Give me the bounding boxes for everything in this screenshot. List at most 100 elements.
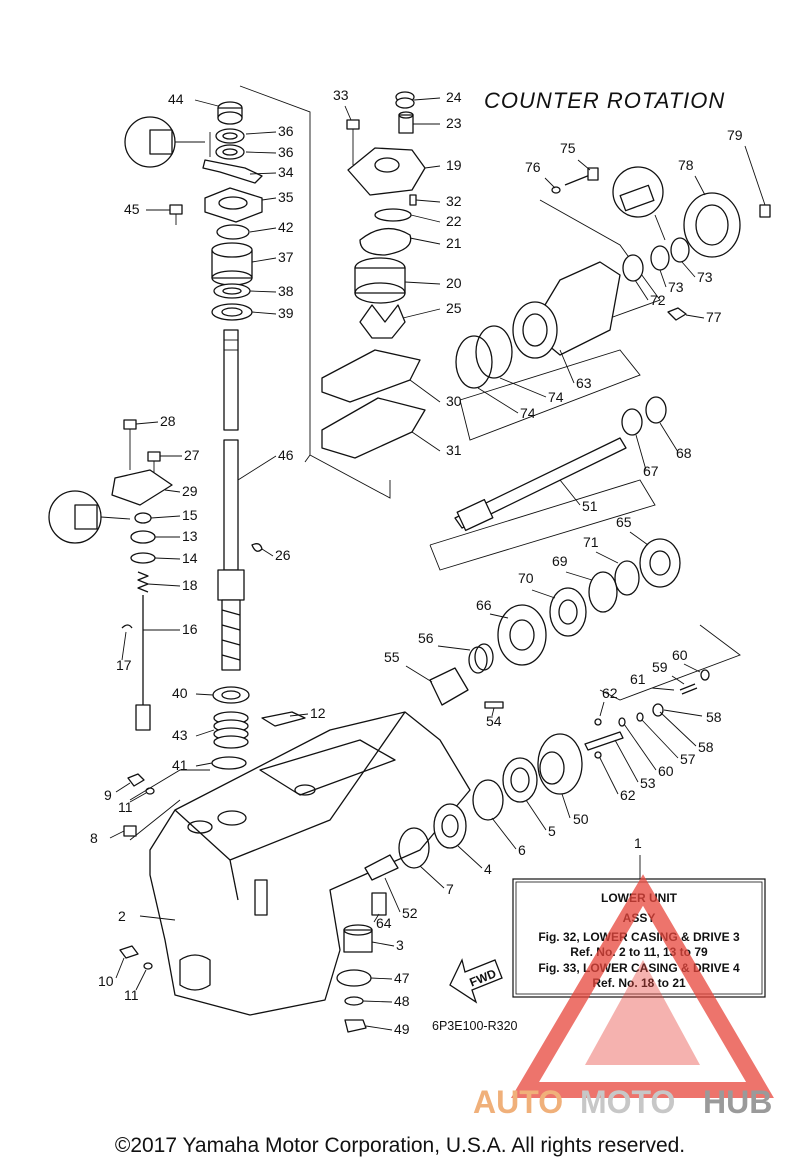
callout-number: 65 <box>616 514 632 530</box>
callout-number: 58 <box>698 739 714 755</box>
leader-line <box>365 1025 393 1031</box>
callout-number: 24 <box>446 89 462 105</box>
callout-number: 38 <box>278 283 294 299</box>
leader-line <box>121 631 127 661</box>
leader-line <box>410 214 441 223</box>
copyright-notice: ©2017 Yamaha Motor Corporation, U.S.A. A… <box>115 1134 685 1157</box>
leader-line <box>237 455 277 481</box>
propeller-shaft-parts <box>336 167 771 1033</box>
callout-number: 8 <box>90 830 98 846</box>
callout-number: 28 <box>160 413 176 429</box>
leader-line <box>251 257 277 263</box>
leader-line <box>409 379 441 403</box>
lower-casing <box>149 711 471 1016</box>
leader-line <box>437 645 471 651</box>
callout-number: 35 <box>278 189 294 205</box>
leader-line <box>659 422 679 453</box>
leader-line <box>565 571 593 581</box>
leader-line <box>559 479 581 506</box>
leader-line <box>614 739 639 783</box>
leader-line <box>164 489 181 493</box>
callout-number: 74 <box>548 389 564 405</box>
leader-line <box>413 97 441 101</box>
callout-labels: 4436363435454237383928272915131418161746… <box>90 87 743 1037</box>
leader-line <box>371 941 395 947</box>
leader-line <box>405 665 433 683</box>
callout-number: 40 <box>172 685 188 701</box>
callout-number: 41 <box>172 757 188 773</box>
callout-number: 64 <box>376 915 392 931</box>
callout-number: 73 <box>697 269 713 285</box>
fwd-arrow: FWD <box>449 958 503 1004</box>
leader-line <box>139 915 176 921</box>
leader-line <box>595 551 619 564</box>
callout-number: 78 <box>678 157 694 173</box>
leader-line <box>370 977 393 980</box>
callout-number: 34 <box>278 164 294 180</box>
callout-number: 20 <box>446 275 462 291</box>
callout-number: 29 <box>182 483 198 499</box>
callout-number: 61 <box>630 671 646 687</box>
callout-number: 53 <box>640 775 656 791</box>
leader-line <box>663 709 703 717</box>
leader-line <box>411 431 441 452</box>
leader-line <box>491 707 495 717</box>
callout-number: 57 <box>680 751 696 767</box>
leader-line <box>635 434 647 471</box>
leader-line <box>150 515 181 519</box>
leader-line <box>599 701 605 717</box>
leader-line <box>683 663 701 673</box>
leader-line <box>404 281 441 285</box>
leader-line <box>419 865 445 889</box>
leader-line <box>561 793 571 819</box>
callout-number: 14 <box>182 550 198 566</box>
leader-line <box>681 261 696 278</box>
callout-number: 22 <box>446 213 462 229</box>
callout-number: 58 <box>706 709 722 725</box>
leader-line <box>457 845 483 869</box>
leader-line <box>384 877 401 913</box>
callout-number: 37 <box>278 249 294 265</box>
callout-number: 17 <box>116 657 132 673</box>
leader-line <box>623 723 657 771</box>
callout-number: 46 <box>278 447 294 463</box>
callout-number: 54 <box>486 713 502 729</box>
callout-number: 49 <box>394 1021 410 1037</box>
watermark-logo <box>510 874 774 1098</box>
leader-line <box>115 957 125 979</box>
leader-line <box>531 589 556 599</box>
leader-line <box>135 969 147 991</box>
callout-number: 42 <box>278 219 294 235</box>
leader-line <box>499 377 547 398</box>
callout-number: 6 <box>518 842 526 858</box>
callout-number: 18 <box>182 577 198 593</box>
callout-number: 45 <box>124 201 140 217</box>
callout-number: 12 <box>310 705 326 721</box>
leader-line <box>129 792 147 803</box>
leader-line <box>195 693 214 696</box>
info-box-line6: Ref. No. 18 to 21 <box>592 976 686 990</box>
callout-number: 44 <box>168 91 184 107</box>
callout-number: 63 <box>576 375 592 391</box>
callout-number: 73 <box>668 279 684 295</box>
callout-number: 75 <box>560 140 576 156</box>
callout-number: 68 <box>676 445 692 461</box>
callout-number: 33 <box>333 87 349 103</box>
callout-number: 23 <box>446 115 462 131</box>
callout-number: 70 <box>518 570 534 586</box>
callout-number: 27 <box>184 447 200 463</box>
leader-line <box>685 314 705 319</box>
callout-number: 72 <box>650 292 666 308</box>
leader-line <box>289 713 309 717</box>
callout-number: 2 <box>118 908 126 924</box>
callout-number: 36 <box>278 123 294 139</box>
callout-number: 74 <box>520 405 536 421</box>
callout-number: 52 <box>402 905 418 921</box>
leader-line <box>245 131 277 135</box>
callout-number: 3 <box>396 937 404 953</box>
leader-line <box>544 177 556 189</box>
leader-line <box>261 548 274 557</box>
leader-line <box>409 237 441 245</box>
leader-line <box>261 197 277 201</box>
callout-number: 9 <box>104 787 112 803</box>
